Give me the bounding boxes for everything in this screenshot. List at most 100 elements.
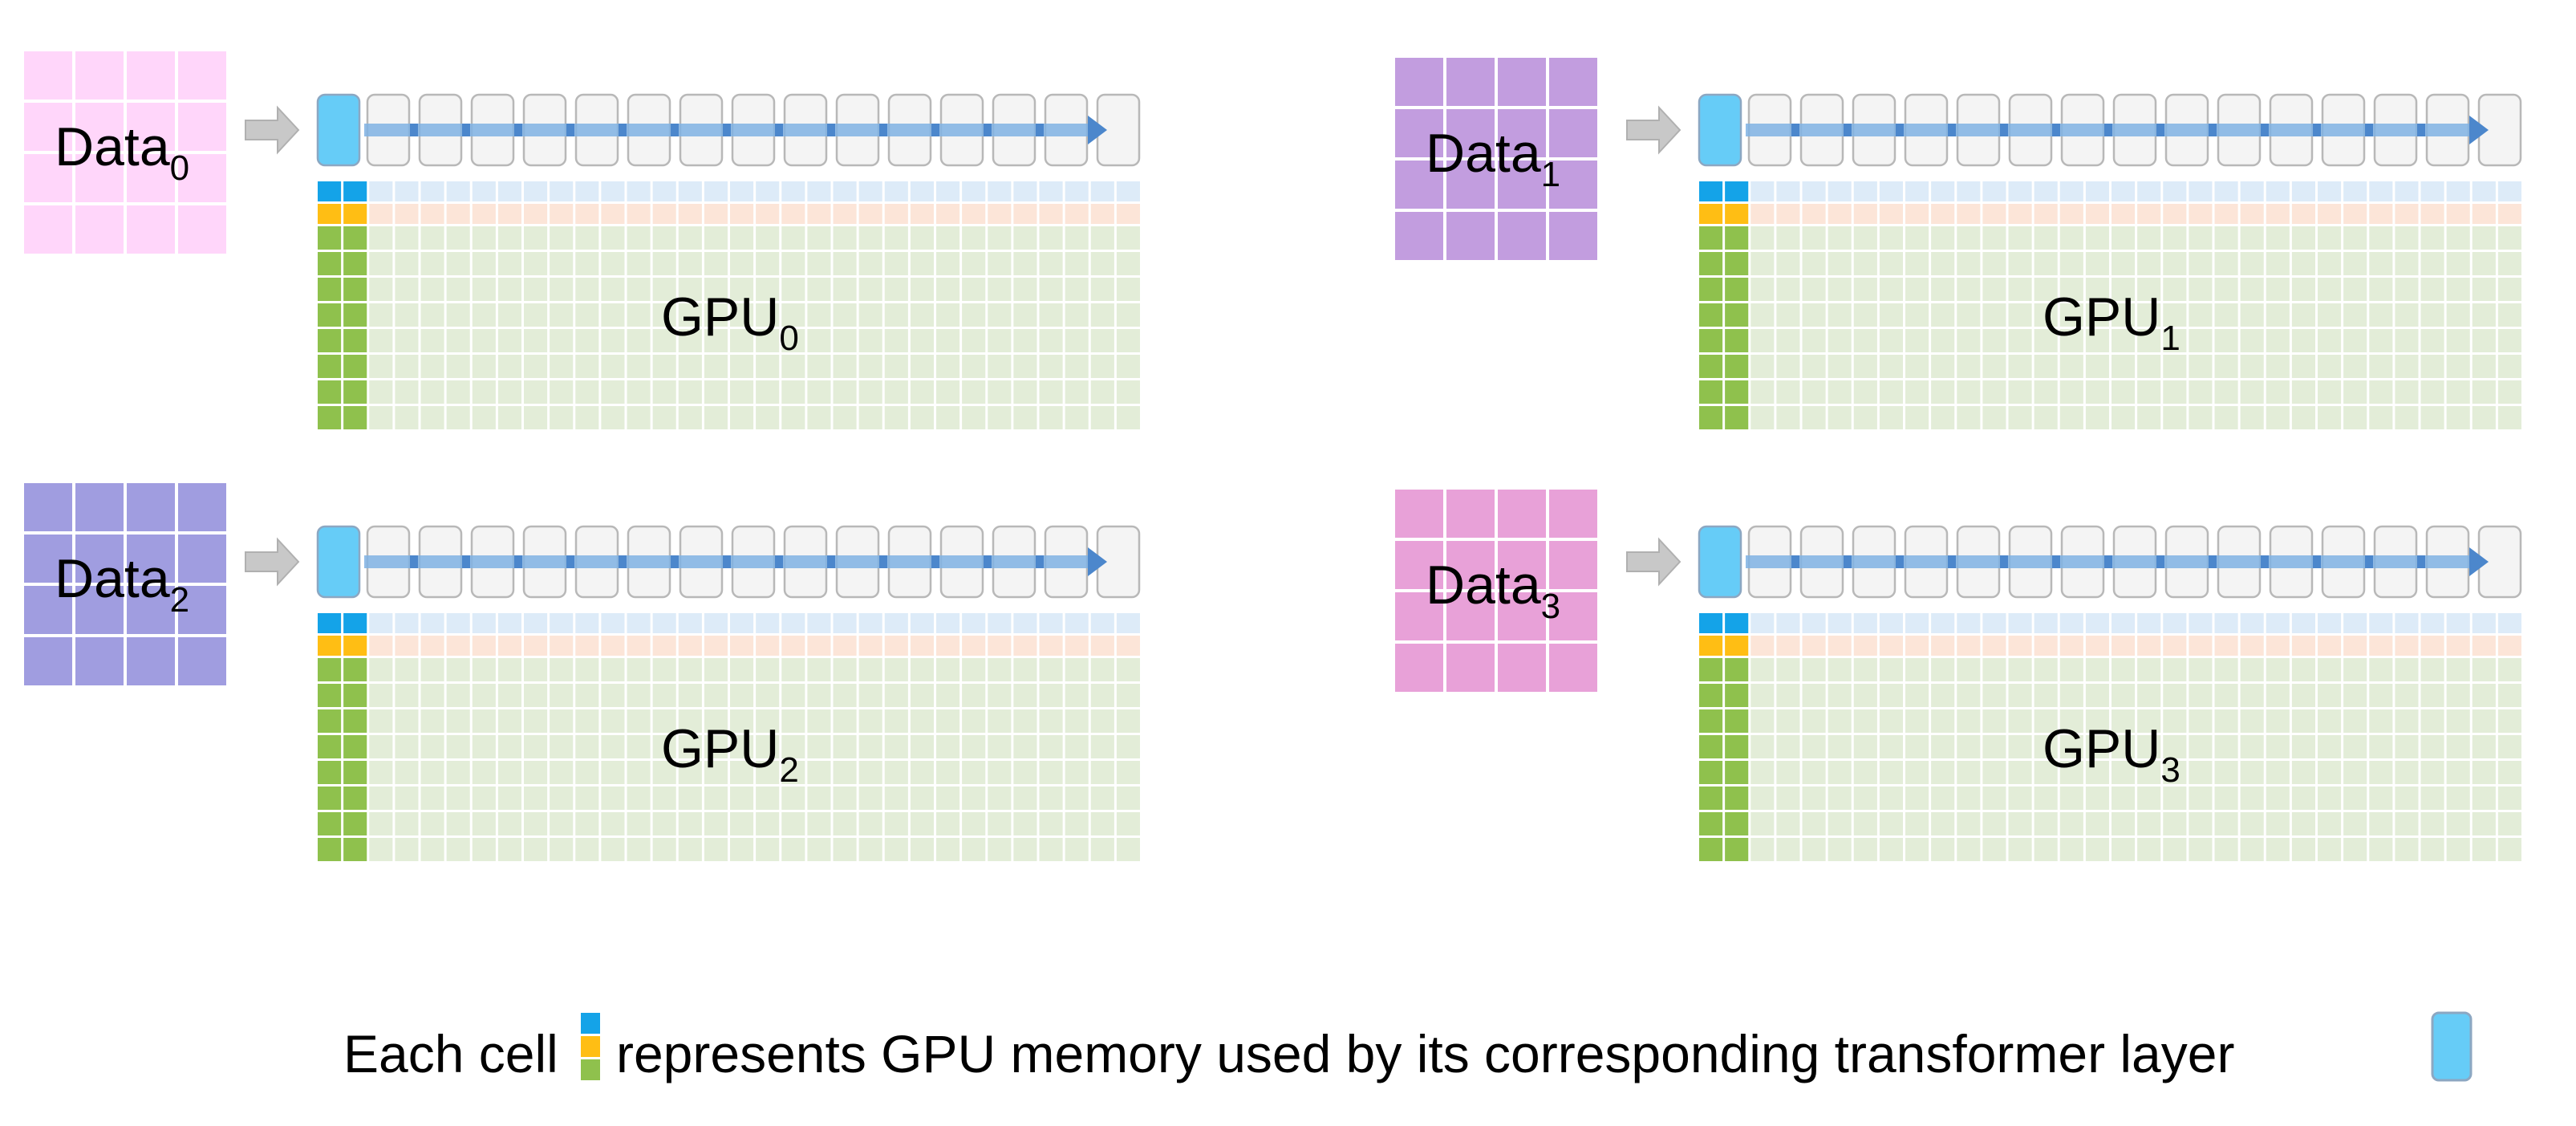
memory-cell <box>936 329 960 352</box>
memory-cell <box>833 278 857 301</box>
memory-cell <box>550 636 574 656</box>
memory-cell <box>807 181 831 201</box>
memory-cell <box>807 278 831 301</box>
layer-flow-arrowhead-icon <box>2469 116 2489 144</box>
layer-flow-joint <box>2417 124 2425 136</box>
memory-cell <box>2420 787 2444 810</box>
memory-cell <box>2034 761 2058 784</box>
memory-cell <box>1039 735 1063 758</box>
memory-cell <box>1776 380 1800 404</box>
gpu-label-subscript: 2 <box>779 750 798 790</box>
memory-cell <box>2034 329 2058 352</box>
memory-cell <box>2163 406 2187 429</box>
data-cell <box>175 531 229 586</box>
memory-cell <box>1013 838 1037 861</box>
data-cell <box>1392 589 1446 644</box>
data-cell <box>21 48 75 103</box>
data-label: Data1 <box>1426 123 1560 194</box>
memory-cell <box>1116 636 1140 656</box>
memory-cell <box>601 838 625 861</box>
layer-flow-joint <box>775 555 783 568</box>
memory-cell <box>601 204 625 224</box>
memory-cell <box>472 761 496 784</box>
memory-cell <box>884 735 908 758</box>
memory-cell <box>1828 204 1852 224</box>
memory-cell <box>704 226 728 250</box>
memory-cell <box>1065 329 1089 352</box>
memory-cell <box>2240 636 2264 656</box>
memory-cell <box>2497 204 2521 224</box>
memory-cell <box>1931 380 1955 404</box>
memory-cell <box>2395 613 2419 633</box>
memory-cell <box>2395 787 2419 810</box>
memory-cell <box>524 838 548 861</box>
memory-cell <box>2008 204 2032 224</box>
memory-cell <box>2395 355 2419 378</box>
memory-cell <box>1802 181 1826 201</box>
memory-cell <box>420 636 444 656</box>
memory-cell <box>2163 787 2187 810</box>
memory-cell <box>1879 684 1903 707</box>
data-cell <box>1546 106 1600 161</box>
memory-cell <box>2034 252 2058 275</box>
memory-cell <box>833 406 857 429</box>
data-cell <box>1392 538 1446 592</box>
memory-cell <box>472 181 496 201</box>
memory-cell <box>988 761 1012 784</box>
memory-cell <box>575 658 599 681</box>
data-batch-box <box>1392 486 1600 695</box>
memory-cell <box>1802 735 1826 758</box>
memory-cell <box>1828 303 1852 327</box>
memory-cell <box>601 303 625 327</box>
memory-cell <box>781 684 805 707</box>
memory-cell <box>1090 303 1114 327</box>
memory-cell <box>858 613 882 633</box>
memory-cell <box>2343 709 2367 733</box>
memory-cell <box>2008 252 2032 275</box>
memory-cell <box>2085 613 2109 633</box>
memory-cell <box>550 787 574 810</box>
memory-cell <box>446 658 470 681</box>
memory-cell <box>497 204 521 224</box>
memory-cell <box>2112 709 2136 733</box>
memory-cell <box>756 684 780 707</box>
memory-cell <box>2291 380 2315 404</box>
memory-cell <box>1013 303 1037 327</box>
memory-cell <box>2059 636 2083 656</box>
memory-cell <box>601 406 625 429</box>
memory-cell <box>730 761 754 784</box>
gpu-memory-grid <box>318 613 1140 861</box>
memory-cell <box>936 303 960 327</box>
memory-cell <box>1776 204 1800 224</box>
memory-cell <box>524 613 548 633</box>
memory-cell <box>652 658 676 681</box>
memory-cell <box>1776 278 1800 301</box>
memory-cell <box>2291 735 2315 758</box>
memory-cell <box>1853 406 1877 429</box>
transformer-layer-active <box>316 93 361 167</box>
layer-flow-joint <box>1036 555 1044 568</box>
memory-cell <box>1802 812 1826 835</box>
memory-cell-used <box>343 636 367 656</box>
memory-cell <box>1879 735 1903 758</box>
memory-cell <box>730 303 754 327</box>
memory-cell <box>1039 636 1063 656</box>
memory-cell <box>2112 787 2136 810</box>
memory-cell <box>2059 252 2083 275</box>
memory-cell <box>1982 252 2006 275</box>
memory-cell <box>2369 761 2393 784</box>
memory-cell <box>2395 406 2419 429</box>
data-cell <box>1546 157 1600 212</box>
memory-cell <box>2163 709 2187 733</box>
memory-cell <box>1802 380 1826 404</box>
memory-cell <box>884 355 908 378</box>
memory-cell <box>497 761 521 784</box>
memory-cell <box>2318 380 2342 404</box>
memory-cell <box>2059 278 2083 301</box>
memory-cell <box>2420 226 2444 250</box>
memory-cell <box>1776 658 1800 681</box>
memory-cell <box>1776 787 1800 810</box>
memory-cell <box>2008 380 2032 404</box>
memory-cell <box>910 329 934 352</box>
memory-cell <box>652 278 676 301</box>
